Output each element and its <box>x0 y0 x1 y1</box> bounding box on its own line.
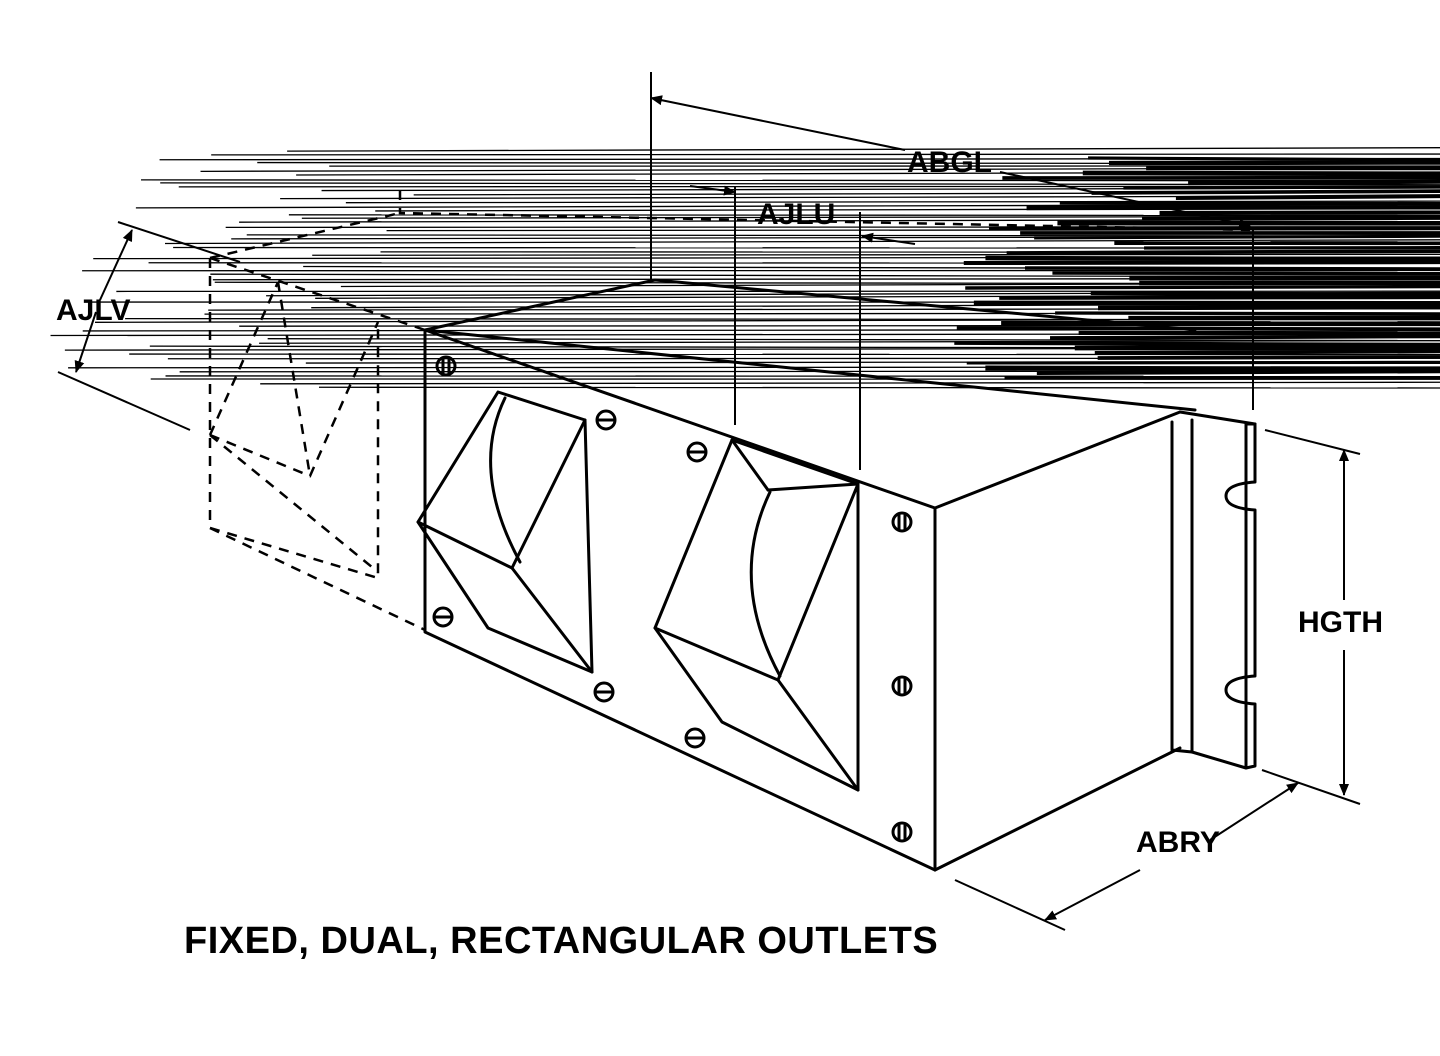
scan-line <box>260 381 1440 385</box>
housing-side-face <box>933 410 1182 872</box>
housing-front-face <box>423 328 937 872</box>
scan-line <box>1098 304 1440 311</box>
mounting-screws <box>432 355 913 843</box>
scan-line <box>211 153 1440 156</box>
scan-line <box>1055 311 1440 316</box>
scan-line <box>386 228 1440 232</box>
diagram-caption: FIXED, DUAL, RECTANGULAR OUTLETS <box>184 920 938 962</box>
scan-line <box>312 253 1440 256</box>
scan-artifact-lines <box>50 147 1440 389</box>
scan-line <box>1188 179 1440 186</box>
scan-line <box>1128 315 1440 321</box>
label-ajlu: AJLU <box>757 198 835 231</box>
scan-line <box>1006 249 1440 255</box>
screw-head <box>891 675 913 697</box>
scan-line <box>1097 355 1440 360</box>
scan-line <box>259 339 1440 344</box>
scan-line <box>1091 189 1440 195</box>
scan-line <box>267 338 1440 342</box>
screw-head <box>891 821 913 843</box>
screw-head <box>891 511 913 533</box>
outlet-right <box>653 438 860 792</box>
scan-line <box>129 353 1440 356</box>
scan-line <box>239 324 1440 327</box>
scan-line <box>1052 271 1440 276</box>
scan-line <box>1082 170 1440 177</box>
phantom-outlet <box>208 190 1251 632</box>
scan-line <box>1026 204 1440 211</box>
scan-line <box>288 214 1440 217</box>
scan-line <box>165 239 1440 245</box>
screw-head <box>593 681 615 703</box>
scan-line <box>985 365 1440 372</box>
screw-head <box>686 441 708 463</box>
scan-line <box>1036 369 1440 376</box>
screw-head <box>684 727 706 749</box>
scan-line <box>966 360 1440 365</box>
label-hgth: HGTH <box>1298 606 1383 639</box>
scan-line <box>1175 194 1440 201</box>
scan-line <box>1024 266 1440 271</box>
scan-line <box>963 260 1440 266</box>
dimension-lines <box>57 72 1361 931</box>
scan-line <box>287 147 1440 152</box>
scan-line <box>999 295 1440 300</box>
scan-line <box>985 255 1440 262</box>
scan-line <box>1059 201 1440 206</box>
label-abry: ABRY <box>1136 826 1220 859</box>
label-ajlv: AJLV <box>56 294 130 327</box>
scan-line <box>954 341 1440 347</box>
scan-line <box>1088 156 1440 162</box>
scan-line <box>1050 334 1440 340</box>
mounting-flange <box>1170 410 1257 770</box>
label-abgl: ABGL <box>907 146 992 179</box>
housing-top-face <box>423 278 1197 412</box>
scan-line <box>1123 185 1440 190</box>
scan-line <box>1090 290 1440 297</box>
scan-line <box>1094 349 1440 355</box>
scan-line <box>318 386 1440 389</box>
scan-line <box>965 284 1440 290</box>
screw-head <box>435 355 457 377</box>
scan-line <box>1034 234 1440 240</box>
outlet-left <box>416 390 594 674</box>
screw-head <box>595 409 617 431</box>
scan-line <box>1142 215 1440 220</box>
scan-line <box>956 326 1440 332</box>
scan-line <box>135 203 1440 209</box>
scan-line <box>345 200 1440 204</box>
screw-head <box>432 606 454 628</box>
